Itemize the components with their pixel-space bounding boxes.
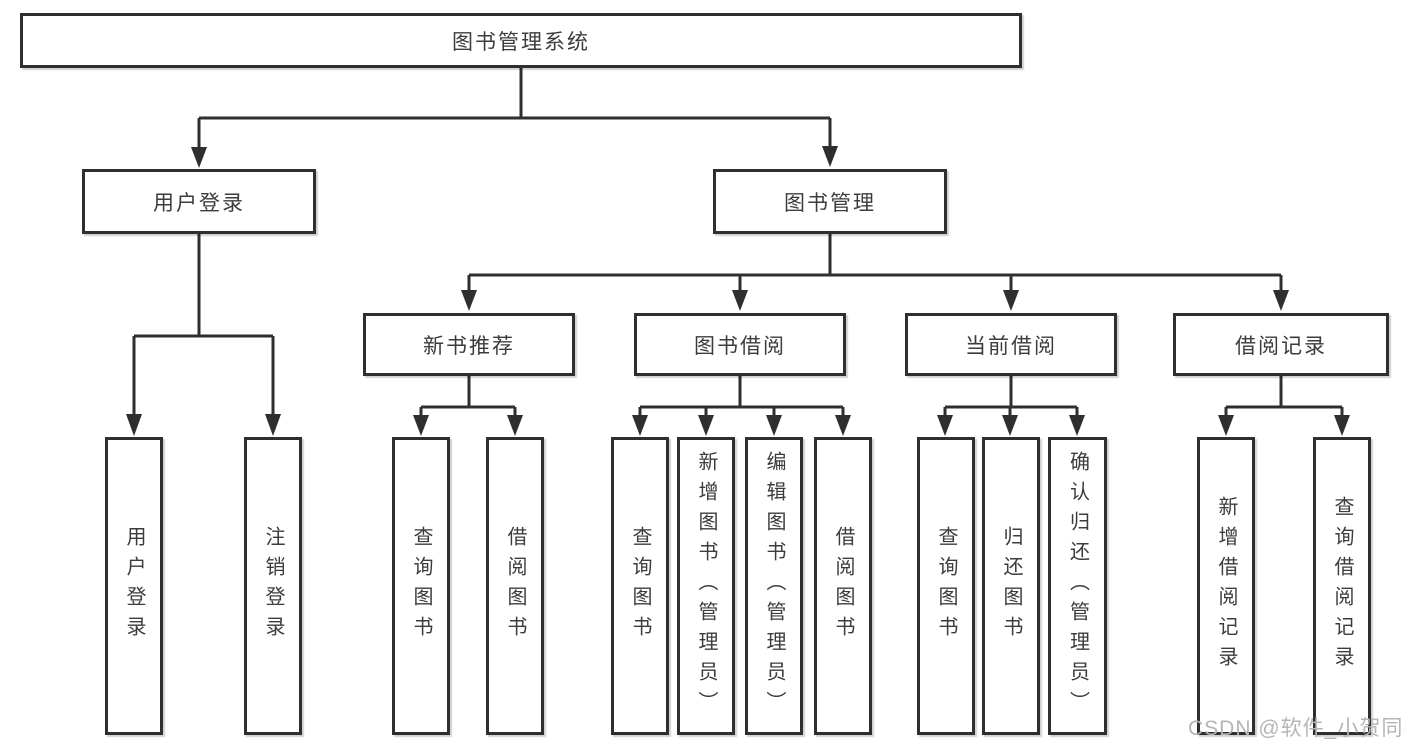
leaf-edit-book-admin-label: 编辑图书（管理员） [763, 451, 785, 721]
leaf-edit-book-admin: 编辑图书（管理员） [745, 437, 803, 735]
leaf-query-books-2-label: 查询图书 [629, 526, 651, 646]
node-book-borrowing-label: 图书借阅 [694, 334, 786, 358]
node-current-borrowing: 当前借阅 [905, 313, 1117, 376]
node-user-login: 用户登录 [82, 169, 316, 234]
watermark-text: CSDN @软件_小贺同学 [1188, 717, 1405, 740]
node-book-management: 图书管理 [713, 169, 947, 234]
node-library-system: 图书管理系统 [20, 13, 1022, 68]
node-new-book-recommendation-label: 新书推荐 [423, 334, 515, 358]
node-borrowing-records: 借阅记录 [1173, 313, 1389, 376]
node-current-borrowing-label: 当前借阅 [965, 334, 1057, 358]
leaf-logout: 注销登录 [244, 437, 302, 735]
leaf-add-book-admin: 新增图书（管理员） [677, 437, 735, 735]
leaf-query-books-2: 查询图书 [611, 437, 669, 735]
leaf-borrow-books-2: 借阅图书 [814, 437, 872, 735]
leaf-borrow-books-2-label: 借阅图书 [832, 526, 854, 646]
leaf-user-login-label: 用户登录 [123, 526, 145, 646]
node-borrowing-records-label: 借阅记录 [1235, 334, 1327, 358]
leaf-return-book: 归还图书 [982, 437, 1040, 735]
leaf-add-borrow-record-label: 新增借阅记录 [1215, 496, 1237, 676]
leaf-query-books-3-label: 查询图书 [935, 526, 957, 646]
leaf-user-login: 用户登录 [105, 437, 163, 735]
leaf-query-borrow-record: 查询借阅记录 [1313, 437, 1371, 735]
node-book-borrowing: 图书借阅 [634, 313, 846, 376]
node-book-management-label: 图书管理 [784, 191, 876, 215]
leaf-confirm-return-admin-label: 确认归还（管理员） [1066, 451, 1089, 721]
node-user-login-label: 用户登录 [153, 191, 245, 215]
leaf-add-borrow-record: 新增借阅记录 [1197, 437, 1255, 735]
node-library-system-label: 图书管理系统 [452, 30, 590, 54]
leaf-logout-label: 注销登录 [262, 526, 284, 646]
leaf-query-books-3: 查询图书 [917, 437, 975, 735]
leaf-query-books-1: 查询图书 [392, 437, 450, 735]
leaf-add-book-admin-label: 新增图书（管理员） [695, 451, 717, 721]
leaf-confirm-return-admin: 确认归还（管理员） [1048, 437, 1107, 735]
leaf-return-book-label: 归还图书 [1000, 526, 1022, 646]
node-new-book-recommendation: 新书推荐 [363, 313, 575, 376]
leaf-borrow-books-1: 借阅图书 [486, 437, 544, 735]
leaf-query-borrow-record-label: 查询借阅记录 [1331, 496, 1353, 676]
leaf-query-books-1-label: 查询图书 [410, 526, 432, 646]
leaf-borrow-books-1-label: 借阅图书 [504, 526, 526, 646]
